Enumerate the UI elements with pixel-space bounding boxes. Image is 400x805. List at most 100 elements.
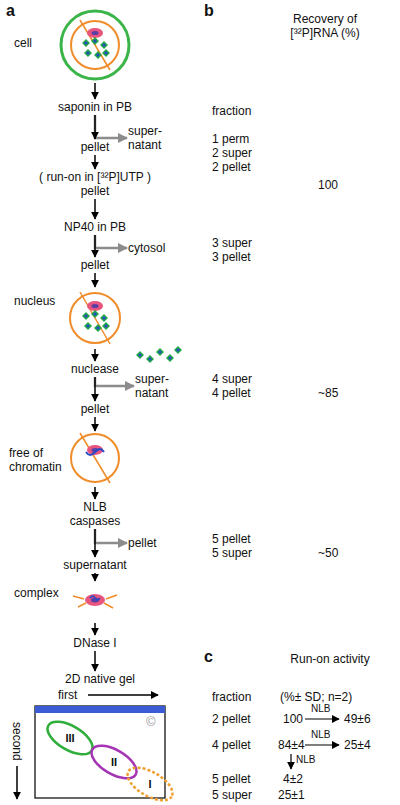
activity-value: 25±4: [344, 738, 371, 752]
column-heading: fraction: [212, 690, 251, 704]
fraction-name: 2 pellet: [212, 712, 251, 726]
fraction-name: 5 super: [212, 788, 252, 802]
activity-value: 4±2: [283, 772, 303, 786]
node-label: cytosol: [128, 241, 188, 255]
second-dimension-arrow: [16, 766, 18, 799]
flow-arrow: [94, 487, 96, 499]
column-heading: fraction: [212, 104, 251, 118]
step-text: DNase I: [55, 636, 135, 650]
spot-ellipse: [86, 739, 141, 785]
step-text: pellet: [65, 402, 125, 416]
node-label: super-natant: [128, 124, 176, 152]
branch-arrow: [95, 235, 127, 248]
complex-oval: [85, 594, 105, 606]
node-label: pellet: [20, 184, 170, 198]
step-text: pellet: [65, 140, 125, 154]
chromatin-diamond: [156, 348, 164, 356]
rna-strand: [86, 449, 104, 455]
step-text: saponin in PB: [40, 100, 150, 114]
gel-spot: I: [122, 766, 178, 802]
node-label: cell: [14, 36, 54, 50]
recovery-value: 100: [318, 178, 338, 192]
chromatin-diamond: [174, 346, 182, 354]
activity-value: 49±6: [344, 712, 371, 726]
node-label: supernatant: [45, 558, 145, 572]
flow-arrow: [94, 573, 96, 581]
rna-strand: [90, 596, 100, 600]
flow-arrow: [94, 273, 96, 287]
activity-value: 84±4: [278, 738, 305, 752]
flow-arrow: [94, 529, 96, 557]
fraction-name: 5 super: [212, 546, 252, 560]
flow-arrow: [94, 155, 96, 169]
nuclear-envelope: [71, 21, 119, 69]
treatment-label: NLB: [311, 703, 330, 715]
lamina-line: [80, 292, 110, 344]
axis-label: second: [10, 722, 24, 761]
node-label: pellet: [65, 140, 125, 154]
node-label: NLB caspases: [65, 500, 125, 528]
fraction-text: super-natant: [128, 124, 176, 152]
recovery-value: ~85: [318, 386, 338, 400]
cell-membrane: [61, 11, 129, 79]
step-text: NLB caspases: [65, 500, 125, 528]
node-label: saponin in PB: [40, 100, 150, 114]
flow-arrow: [94, 349, 96, 361]
step-text: pellet: [65, 258, 125, 272]
copyright-mark: ©: [146, 714, 156, 729]
node-label: nuclease: [55, 362, 135, 376]
flow-arrow: [94, 83, 96, 99]
gel-spot: II: [86, 744, 142, 780]
flow-arrow: [94, 115, 96, 139]
branch-arrow: [95, 377, 134, 386]
lamina-fragment: [73, 595, 117, 608]
step-text: supernatant: [45, 558, 145, 572]
spot-ellipse: [42, 715, 97, 761]
treatment-arrow: [290, 754, 291, 769]
complex-core: [91, 598, 99, 603]
chromatin-diamond: [136, 351, 144, 359]
fraction-name: 1 perm: [212, 132, 249, 146]
node-label: free of chromatin: [9, 446, 64, 474]
gel-outline: [35, 706, 165, 798]
fraction-name: 4 pellet: [212, 386, 251, 400]
complex-symbol: [87, 28, 103, 38]
lamina-line: [80, 20, 110, 70]
step-text: nuclease: [55, 362, 135, 376]
flow-arrow: [94, 235, 96, 257]
activity-value: 100: [283, 712, 303, 726]
axis-label: first: [58, 688, 77, 702]
flow-arrow: [94, 377, 96, 401]
branch-arrow: [95, 529, 127, 543]
cell-illustration: cell: [8, 8, 133, 82]
node-label: pellet: [65, 258, 125, 272]
nucleus-illustration: free of chromatin: [5, 432, 123, 486]
fraction-text: super-natant: [135, 372, 183, 400]
fraction-name: 5 pellet: [212, 772, 251, 786]
complex-symbol: [87, 445, 103, 455]
chromatin-diamond: [166, 354, 174, 362]
fraction-name: 2 super: [212, 146, 252, 160]
treatment-arrow: [305, 718, 339, 719]
recovery-value: ~50: [318, 546, 338, 560]
treatment-arrow: [305, 744, 339, 745]
node-label: 2D native gel: [30, 672, 170, 686]
step-text: NP40 in PB: [45, 220, 145, 234]
spot-number: III: [42, 731, 98, 745]
node-label: pellet: [65, 402, 125, 416]
activity-value: 25±1: [278, 788, 305, 802]
panel-letter: a: [6, 2, 15, 20]
node-label: DNase I: [55, 636, 135, 650]
branch-arrow: [95, 115, 127, 138]
chromatin-symbol: [82, 37, 110, 59]
step-text: ( run-on in [³²P]UTP )pellet: [20, 170, 170, 198]
gel-well-band: [35, 706, 165, 713]
treatment-label: NLB: [311, 729, 330, 741]
panel-letter: c: [204, 648, 213, 666]
chromatin-symbol: [82, 310, 110, 332]
column-heading: Recovery of [³²P]RNA (%): [285, 12, 365, 40]
gel-spot: III: [42, 720, 98, 756]
